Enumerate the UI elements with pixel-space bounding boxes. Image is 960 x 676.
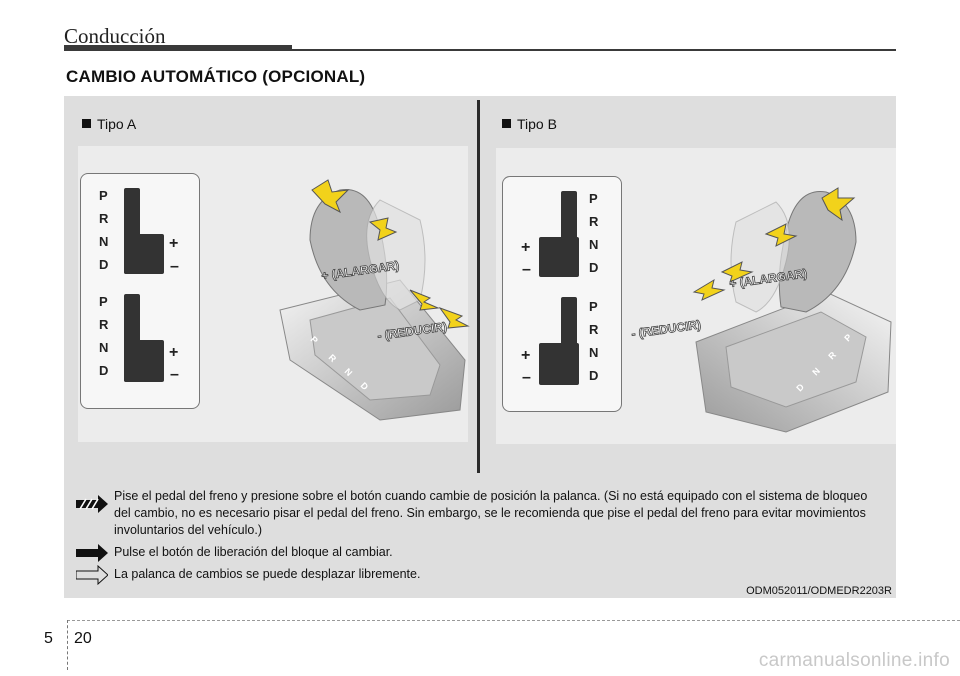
arrow-icon <box>409 289 440 311</box>
shift-track <box>124 340 164 382</box>
arrow-icon <box>438 306 470 329</box>
svg-text:P: P <box>309 334 320 345</box>
type-a-lever-illustration: + (ALARGAR) - (REDUCIR) P R N D <box>279 179 470 421</box>
arrow-icon <box>821 187 856 222</box>
footer-divider <box>67 620 68 670</box>
square-bullet-icon <box>82 119 91 128</box>
arrow-icon <box>720 261 754 283</box>
shift-track <box>561 191 577 277</box>
arrow-icon <box>764 223 798 247</box>
type-a-shift-gate: P R N D + – P R N D + – <box>80 173 200 409</box>
figure-caption: ODM052011/ODMEDR2203R <box>746 585 892 597</box>
arrow-icon <box>368 217 398 241</box>
page-number: 20 <box>74 630 92 647</box>
solid-arrow-icon <box>76 544 108 562</box>
svg-text:N: N <box>810 366 822 378</box>
header-rule-thin <box>292 49 896 51</box>
reducir-label: - (REDUCIR) <box>630 317 701 341</box>
legend-text-free: La palanca de cambios se puede desplazar… <box>114 567 421 581</box>
shift-track <box>124 234 164 274</box>
svg-text:P: P <box>842 332 853 343</box>
square-bullet-icon <box>502 119 511 128</box>
legend-text-button: Pulse el botón de liberación del bloque … <box>114 545 393 559</box>
type-a-label: Tipo A <box>82 116 136 132</box>
legend-text-brake: Pise el pedal del freno y presione sobre… <box>114 489 868 537</box>
type-b-lever-illustration: + (ALARGAR) - (REDUCIR) P R N D <box>630 187 892 433</box>
arrow-icon <box>311 179 350 214</box>
chapter-number: 5 <box>44 630 53 647</box>
arrow-icon <box>692 278 726 301</box>
footer-rule <box>67 620 960 621</box>
panel-divider <box>477 100 480 473</box>
section-title: CAMBIO AUTOMÁTICO (OPCIONAL) <box>66 67 366 86</box>
type-b-label: Tipo B <box>502 116 557 132</box>
shift-track <box>561 297 577 385</box>
type-b-shift-gate: + – P R N D + – P R N D <box>502 176 622 412</box>
svg-text:N: N <box>343 366 355 378</box>
outline-arrow-icon <box>76 565 108 585</box>
striped-arrow-icon <box>76 495 108 513</box>
header-rule-thick <box>64 45 292 51</box>
watermark: carmanualsonline.info <box>758 650 950 671</box>
chapter-header: Conducción <box>64 24 166 48</box>
